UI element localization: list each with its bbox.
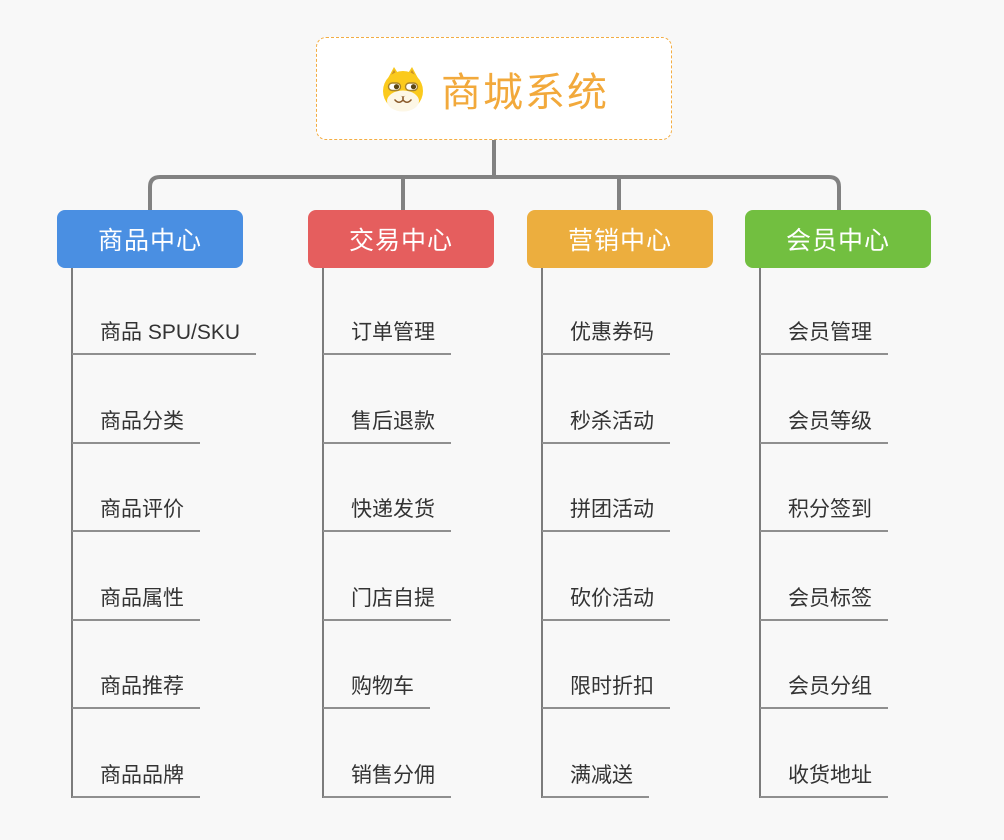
branch-connector-line bbox=[759, 268, 761, 798]
branch-label: 营销中心 bbox=[567, 227, 672, 255]
leaf-label: 商品分类 bbox=[100, 409, 184, 433]
leaf-label: 订单管理 bbox=[351, 321, 435, 344]
leaf-node[interactable]: 门店自提 bbox=[323, 532, 451, 621]
leaf-label: 门店自提 bbox=[351, 586, 435, 610]
leaf-node[interactable]: 收货地址 bbox=[760, 709, 888, 798]
leaf-node[interactable]: 砍价活动 bbox=[542, 532, 670, 621]
leaf-node[interactable]: 快递发货 bbox=[323, 444, 451, 533]
branch-marketing-center: 营销中心 优惠券码 秒杀活动 拼团活动 砍价活动 限时折扣 满减送 bbox=[527, 210, 713, 798]
leaf-label: 拼团活动 bbox=[570, 498, 654, 522]
root-title: 商城系统 bbox=[441, 70, 609, 115]
leaf-node[interactable]: 商品评价 bbox=[72, 444, 200, 533]
leaf-label: 秒杀活动 bbox=[570, 409, 654, 433]
leaf-node[interactable]: 秒杀活动 bbox=[542, 355, 670, 444]
leaf-label: 会员等级 bbox=[788, 409, 872, 433]
leaf-node[interactable]: 商品品牌 bbox=[72, 709, 200, 798]
leaf-label: 会员管理 bbox=[788, 321, 872, 344]
leaf-node[interactable]: 购物车 bbox=[323, 621, 430, 710]
leaf-label: 收货地址 bbox=[788, 763, 872, 787]
leaf-node[interactable]: 会员分组 bbox=[760, 621, 888, 710]
branch-connector-line bbox=[541, 268, 543, 798]
branch-node-trade-center[interactable]: 交易中心 bbox=[308, 210, 494, 268]
leaf-node[interactable]: 售后退款 bbox=[323, 355, 451, 444]
leaf-label: 会员标签 bbox=[788, 586, 872, 610]
leaf-node[interactable]: 商品属性 bbox=[72, 532, 200, 621]
branch-label: 会员中心 bbox=[785, 227, 890, 255]
leaf-label: 会员分组 bbox=[788, 675, 872, 699]
leaf-node[interactable]: 订单管理 bbox=[323, 268, 451, 355]
leaf-node[interactable]: 商品 SPU/SKU bbox=[72, 268, 257, 355]
leaf-node[interactable]: 会员标签 bbox=[760, 532, 888, 621]
leaf-node[interactable]: 满减送 bbox=[542, 709, 649, 798]
leaf-node[interactable]: 拼团活动 bbox=[542, 444, 670, 533]
shiba-dog-icon bbox=[383, 66, 423, 111]
branch-product-center: 商品中心 商品 SPU/SKU 商品分类 商品评价 商品属性 商品推荐 商品品牌 bbox=[57, 210, 257, 798]
branch-member-center: 会员中心 会员管理 会员等级 积分签到 会员标签 会员分组 收货地址 bbox=[745, 210, 931, 798]
branch-trade-center: 交易中心 订单管理 售后退款 快递发货 门店自提 购物车 销售分佣 bbox=[308, 210, 494, 798]
root-node-mall-system[interactable]: 商城系统 bbox=[316, 37, 672, 140]
leaf-label: 限时折扣 bbox=[570, 675, 654, 699]
leaf-label: 售后退款 bbox=[351, 409, 435, 433]
branch-connector-line bbox=[322, 268, 324, 798]
leaf-label: 商品属性 bbox=[100, 586, 184, 610]
leaf-label: 满减送 bbox=[570, 763, 633, 787]
leaf-label: 商品评价 bbox=[100, 498, 184, 522]
leaf-node[interactable]: 优惠券码 bbox=[542, 268, 670, 355]
leaf-node[interactable]: 会员管理 bbox=[760, 268, 888, 355]
leaf-node[interactable]: 销售分佣 bbox=[323, 709, 451, 798]
leaf-label: 快递发货 bbox=[351, 498, 435, 522]
leaf-node[interactable]: 会员等级 bbox=[760, 355, 888, 444]
leaf-label: 商品 SPU/SKU bbox=[100, 321, 241, 344]
branch-node-marketing-center[interactable]: 营销中心 bbox=[527, 210, 713, 268]
leaf-label: 购物车 bbox=[351, 675, 414, 699]
leaf-label: 销售分佣 bbox=[351, 763, 435, 787]
leaf-label: 商品品牌 bbox=[100, 763, 184, 787]
leaf-label: 优惠券码 bbox=[570, 321, 654, 344]
leaf-label: 商品推荐 bbox=[100, 675, 184, 699]
leaf-node[interactable]: 商品分类 bbox=[72, 355, 200, 444]
leaf-label: 积分签到 bbox=[788, 498, 872, 522]
leaf-node[interactable]: 商品推荐 bbox=[72, 621, 200, 710]
leaf-node[interactable]: 积分签到 bbox=[760, 444, 888, 533]
branch-label: 商品中心 bbox=[97, 227, 202, 255]
leaf-node[interactable]: 限时折扣 bbox=[542, 621, 670, 710]
branch-label: 交易中心 bbox=[348, 227, 453, 255]
branch-connector-line bbox=[71, 268, 73, 798]
branch-node-product-center[interactable]: 商品中心 bbox=[57, 210, 243, 268]
leaf-label: 砍价活动 bbox=[570, 586, 654, 610]
branch-node-member-center[interactable]: 会员中心 bbox=[745, 210, 931, 268]
